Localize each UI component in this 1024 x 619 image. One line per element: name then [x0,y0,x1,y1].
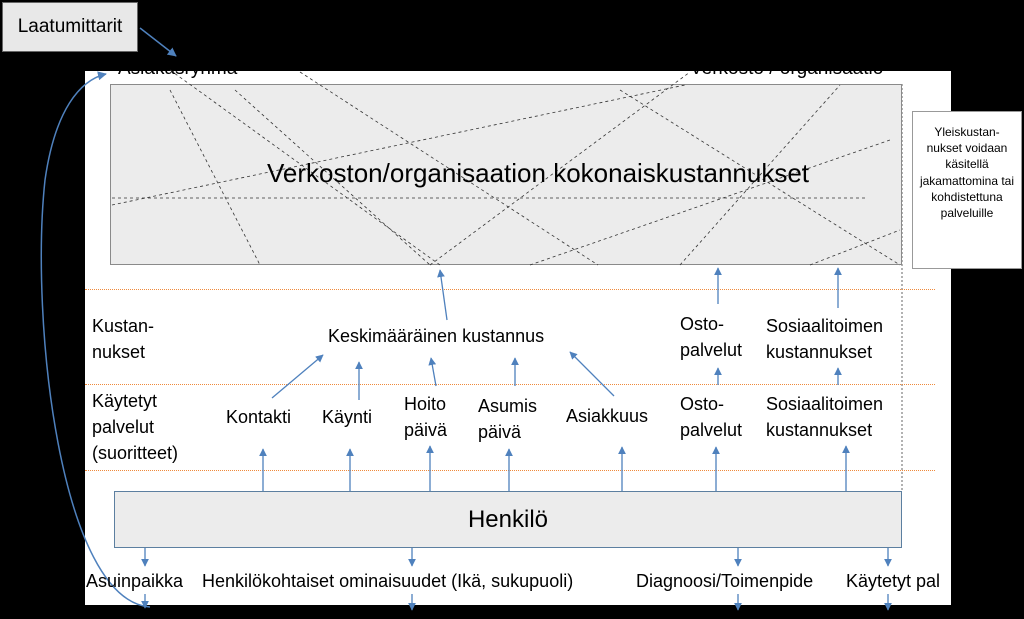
quality-indicators-badge: Laatumittarit [2,2,138,52]
social-cost-label-1: Sosiaalitoimen [766,316,884,336]
purchased-cost-label-2: palvelut [680,340,743,360]
customer-group-label: Asiakasryhmä [118,58,238,79]
overhead-cost-note: Yleiskustan-nukset voidaan käsitellä jak… [912,111,1022,269]
visit-label: Käynti [322,407,373,427]
network-cost-title: Verkoston/organisaation kokonaiskustannu… [267,158,810,188]
care-day-label-2: päivä [404,420,448,440]
social-service-label-2: kustannukset [766,420,873,440]
average-cost-label: Keskimääräinen kustannus [328,326,545,346]
services-row-label-2: palvelut [92,417,155,437]
diagnosis-label: Diagnoosi/Toimenpide [636,571,814,591]
contact-label: Kontakti [226,407,292,427]
used-services-truncated-label: Käytetyt pal [846,571,941,591]
housing-day-label-1: Asumis [478,396,538,416]
separator-3 [85,470,935,471]
personal-attributes-label: Henkilökohtaiset ominaisuudet (Ikä, suku… [202,571,574,591]
purchased-service-label-2: palvelut [680,420,743,440]
services-row-label-1: Käytetyt [92,391,158,411]
costs-row-label-2: nukset [92,342,146,362]
care-day-label-1: Hoito [404,394,447,414]
badge-arrow [139,27,177,57]
housing-day-label-2: päivä [478,422,522,442]
network-label: Verkosto / organisaatio [690,58,884,79]
social-service-label-1: Sosiaalitoimen [766,394,884,414]
services-row-label-3: (suoritteet) [92,443,179,463]
purchased-service-label-1: Osto- [680,394,725,414]
network-cost-box [110,84,902,265]
costs-row-label-1: Kustan- [92,316,155,336]
residence-label: Asuinpaikka [86,571,184,591]
separator-1 [85,289,935,290]
separator-2 [85,384,935,385]
purchased-cost-label-1: Osto- [680,314,725,334]
social-cost-label-2: kustannukset [766,342,873,362]
clientship-label: Asiakkuus [566,406,649,426]
person-box: Henkilö [114,491,902,548]
feedback-curve [40,71,151,608]
